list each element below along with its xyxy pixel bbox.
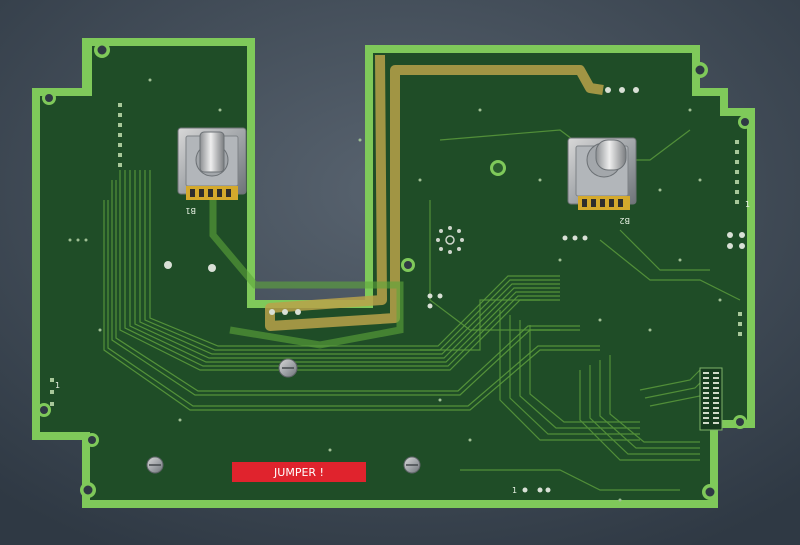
rotary-encoder-b2	[567, 137, 637, 210]
rotary-encoder-b1	[177, 127, 247, 200]
silk-marker-right: 1	[745, 200, 750, 209]
screw-bottom-left	[146, 456, 164, 474]
mounting-holes	[37, 42, 752, 500]
fine-pitch-connector	[699, 367, 723, 431]
jumper-label-text: JUMPER !	[273, 466, 324, 479]
screw-bottom-middle	[403, 456, 421, 474]
silk-marker-bottom: 1	[512, 486, 517, 495]
encoder-b1-label: B1	[185, 206, 196, 215]
encoder-b2-label: B2	[619, 216, 630, 225]
silk-marker-left: 1	[55, 381, 60, 390]
via-ring	[436, 226, 464, 254]
trace-bus-right	[420, 129, 741, 491]
right-connector-pads	[735, 140, 742, 336]
trace-bus-left	[103, 170, 600, 411]
ground-pour-trace	[265, 54, 604, 331]
screw-center	[278, 358, 298, 378]
left-connector-pads	[50, 103, 122, 406]
small-vias	[68, 78, 722, 502]
ground-pour-inner	[209, 195, 404, 349]
plated-pads	[164, 87, 745, 493]
jumper-label: JUMPER !	[232, 462, 366, 482]
